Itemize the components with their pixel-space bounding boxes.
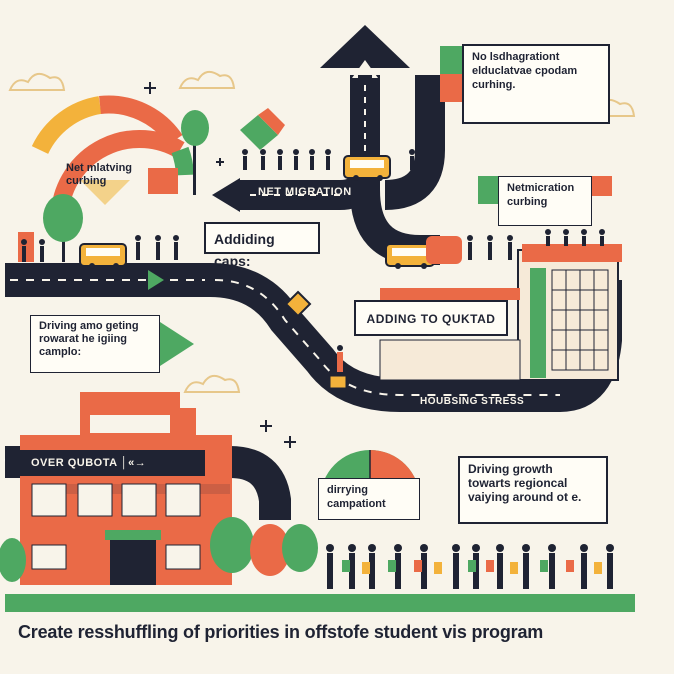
pie-note: Net mlatving curbing	[66, 162, 133, 187]
diamond-sign-icon	[284, 290, 312, 326]
sparkle-icon	[260, 420, 272, 432]
luggage-icon	[329, 345, 347, 389]
bus-icon	[385, 236, 462, 269]
sparkle-icon	[284, 436, 296, 448]
tree-icon	[43, 194, 83, 262]
ground	[5, 594, 635, 612]
people-group-right	[467, 229, 605, 260]
housing-stress-road-label: HOUBSING STRESS	[420, 396, 525, 407]
tree-icon	[181, 110, 209, 195]
adding-caps-note: Addiding caps:	[204, 222, 320, 269]
regional-note: Driving growth towarts regioncal vaiying…	[458, 456, 608, 524]
adding-quota-sign: ADDING TO QUKTAD	[354, 300, 508, 336]
bus-icon	[343, 155, 391, 181]
bus-icon	[79, 243, 127, 269]
sparkle-icon	[216, 158, 224, 166]
mid-right-note: Netmicration curbing	[498, 176, 592, 226]
people-group-top	[242, 149, 415, 170]
people-group-left	[21, 235, 179, 262]
campus-note: dirrying campationt	[318, 478, 420, 520]
left-arrow-icon	[212, 178, 240, 212]
tree-icon	[0, 517, 318, 582]
caption: Create resshuffling of priorities in off…	[18, 622, 544, 642]
flag-graphic	[240, 108, 285, 150]
over-quota-banner: OVER QUBOTA │«→	[5, 450, 205, 476]
cloud-icon	[178, 70, 236, 89]
right-building	[379, 244, 622, 381]
sparkle-icon	[144, 82, 156, 94]
up-arrow-icon	[320, 25, 410, 78]
cloud-icon	[183, 374, 241, 393]
school-building	[20, 392, 232, 585]
top-right-note: No lsdhagrationt elduclatvae cpodam curh…	[462, 44, 610, 124]
people-group-bottom	[326, 544, 614, 589]
driving-campus-note: Driving amo geting rowarat he igiing cam…	[30, 315, 160, 373]
pie-chart-graphic	[31, 95, 194, 212]
cloud-icon	[8, 72, 66, 91]
right-arrow-icon	[148, 270, 164, 290]
net-migration-road-label: NET MIGRATION	[258, 186, 352, 198]
